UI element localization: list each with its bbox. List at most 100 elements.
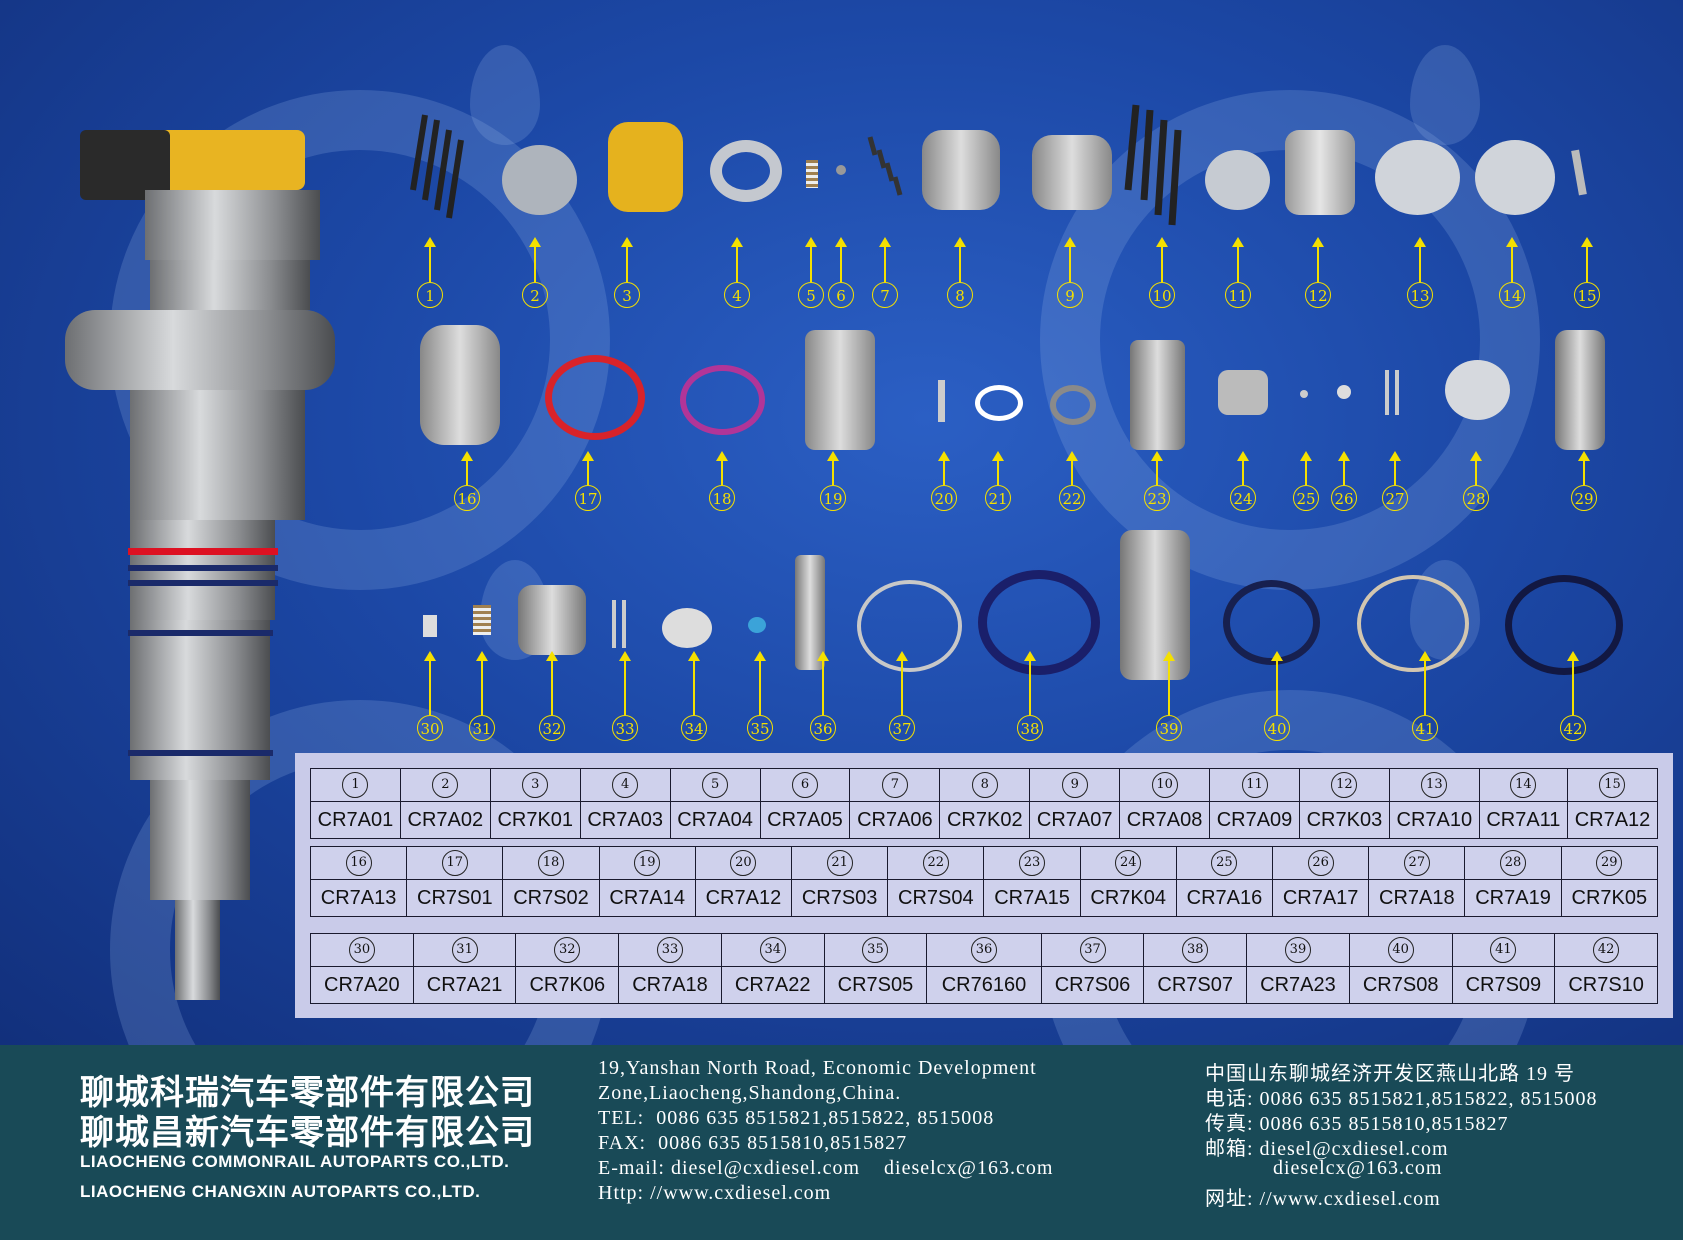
table-code-cell: CR7K04: [1079, 879, 1177, 917]
part-arrow-5: [805, 237, 817, 282]
part-solenoid: [608, 122, 683, 212]
part-pins-33: [612, 600, 626, 648]
cn-tel: 电话: 0086 635 8515821,8515822, 8515008: [1205, 1088, 1598, 1110]
table-number-cell: 39: [1246, 933, 1350, 967]
part-arrow-13: [1414, 237, 1426, 282]
part-arrow-14: [1506, 237, 1518, 282]
table-number-cell: 19: [598, 846, 696, 880]
table-number-cell: 16: [309, 846, 408, 880]
part-clamp: [420, 325, 500, 445]
table-code-cell: CR7S05: [823, 966, 928, 1004]
table-number-33: 33: [657, 937, 684, 963]
part-number-37: 37: [889, 715, 915, 741]
table-code-cell: CR7A12: [1566, 801, 1659, 839]
part-ring-22: [1050, 385, 1096, 425]
table-number-cell: 29: [1560, 846, 1659, 880]
part-number-28: 28: [1463, 485, 1489, 511]
table-code-cell: CR7A01: [310, 801, 401, 839]
part-number-31: 31: [469, 715, 495, 741]
table-code-cell: CR7A10: [1388, 801, 1480, 839]
table-number-cell: 6: [759, 768, 851, 802]
part-arrow-38: [1024, 651, 1036, 715]
part-o-ring-red: [545, 355, 645, 440]
table-code-cell: CR7A19: [1464, 879, 1562, 917]
part-number-7: 7: [872, 282, 898, 308]
table-number-32: 32: [554, 937, 581, 963]
part-pin: [1571, 149, 1587, 196]
table-number-cell: 9: [1029, 768, 1121, 802]
part-ring-41: [1357, 575, 1469, 672]
table-number-13: 13: [1421, 772, 1448, 798]
table-number-19: 19: [634, 850, 661, 876]
part-disc-14: [1475, 140, 1555, 215]
table-number-cell: 41: [1451, 933, 1556, 967]
part-ball-25: [1300, 390, 1308, 398]
table-code-cell: CR7K05: [1560, 879, 1659, 917]
part-arrow-9: [1064, 237, 1076, 282]
part-arrow-32: [546, 651, 558, 715]
table-number-23: 23: [1019, 850, 1046, 876]
part-spring-31: [473, 605, 491, 635]
part-arrow-2: [529, 237, 541, 282]
part-number-4: 4: [724, 282, 750, 308]
table-number-cell: 31: [412, 933, 517, 967]
table-number-31: 31: [451, 937, 478, 963]
en-fax: FAX: 0086 635 8515810,8515827: [598, 1132, 908, 1154]
table-code-cell: CR7A18: [618, 966, 722, 1004]
part-arrow-12: [1312, 237, 1324, 282]
part-number-35: 35: [747, 715, 773, 741]
part-number-5: 5: [798, 282, 824, 308]
table-code-cell: CR7A14: [598, 879, 696, 917]
part-block-24: [1218, 370, 1268, 415]
table-code-cell: CR7K02: [939, 801, 1031, 839]
part-arrow-29: [1578, 451, 1590, 485]
part-number-17: 17: [575, 485, 601, 511]
part-number-9: 9: [1057, 282, 1083, 308]
part-arrow-21: [992, 451, 1004, 485]
table-code-cell: CR7A20: [310, 966, 414, 1004]
part-arrow-40: [1271, 651, 1283, 715]
table-code-cell: CR7S06: [1040, 966, 1145, 1004]
part-number-23: 23: [1144, 485, 1170, 511]
table-number-cell: 12: [1298, 768, 1390, 802]
table-number-cell: 23: [983, 846, 1081, 880]
table-number-36: 36: [970, 937, 997, 963]
part-o-ring-42: [1505, 575, 1623, 675]
table-number-cell: 37: [1040, 933, 1145, 967]
table-number-6: 6: [791, 772, 818, 798]
company-name-cn-2: 聊城昌新汽车零部件有限公司: [80, 1113, 535, 1153]
part-number-10: 10: [1149, 282, 1175, 308]
table-code-cell: CR7S07: [1143, 966, 1248, 1004]
table-number-12: 12: [1331, 772, 1358, 798]
part-ring-21: [975, 385, 1023, 421]
part-pin-20: [938, 380, 945, 422]
part-number-41: 41: [1412, 715, 1438, 741]
table-number-cell: 10: [1119, 768, 1211, 802]
part-arrow-4: [731, 237, 743, 282]
cn-fax: 传真: 0086 635 8515810,8515827: [1205, 1113, 1509, 1135]
part-number-29: 29: [1571, 485, 1597, 511]
table-number-cell: 14: [1478, 768, 1568, 802]
part-bolts: [405, 110, 465, 220]
en-address-line-1: 19,Yanshan North Road, Economic Developm…: [598, 1057, 1037, 1079]
watermark-drop-icon: [1410, 45, 1480, 145]
part-number-40: 40: [1264, 715, 1290, 741]
table-number-cell: 8: [939, 768, 1031, 802]
part-arrow-26: [1338, 451, 1350, 485]
part-ring-37: [857, 580, 962, 672]
part-long-bolts: [1122, 100, 1192, 230]
part-number-21: 21: [985, 485, 1011, 511]
part-valve-29: [1555, 330, 1605, 450]
cn-website: 网址: //www.cxdiesel.com: [1205, 1188, 1441, 1210]
part-number-16: 16: [454, 485, 480, 511]
part-arrow-37: [896, 651, 908, 715]
part-disc-28: [1445, 360, 1510, 420]
part-number-20: 20: [931, 485, 957, 511]
table-number-16: 16: [345, 850, 372, 876]
part-number-13: 13: [1407, 282, 1433, 308]
table-number-39: 39: [1284, 937, 1311, 963]
table-code-cell: CR7A07: [1029, 801, 1121, 839]
table-code-cell: CR7A04: [669, 801, 761, 839]
table-number-cell: 25: [1175, 846, 1274, 880]
